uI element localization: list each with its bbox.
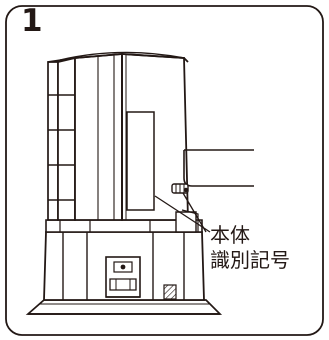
callout-leader-line (154, 195, 211, 233)
main-unit-body (47, 51, 189, 221)
terminal-block (175, 209, 199, 233)
callout-label: 本体 識別記号 (210, 223, 325, 273)
power-cable (171, 149, 254, 233)
step-number: 1 (21, 3, 43, 39)
callout-label-line-1: 本体 (210, 223, 250, 247)
hatched-mark-icon (163, 284, 177, 300)
mounting-bracket (105, 256, 141, 298)
callout-label-line-2: 識別記号 (210, 248, 290, 272)
screw-icon (120, 264, 126, 270)
ceiling-flange (25, 299, 223, 315)
identification-label-area (126, 111, 155, 211)
